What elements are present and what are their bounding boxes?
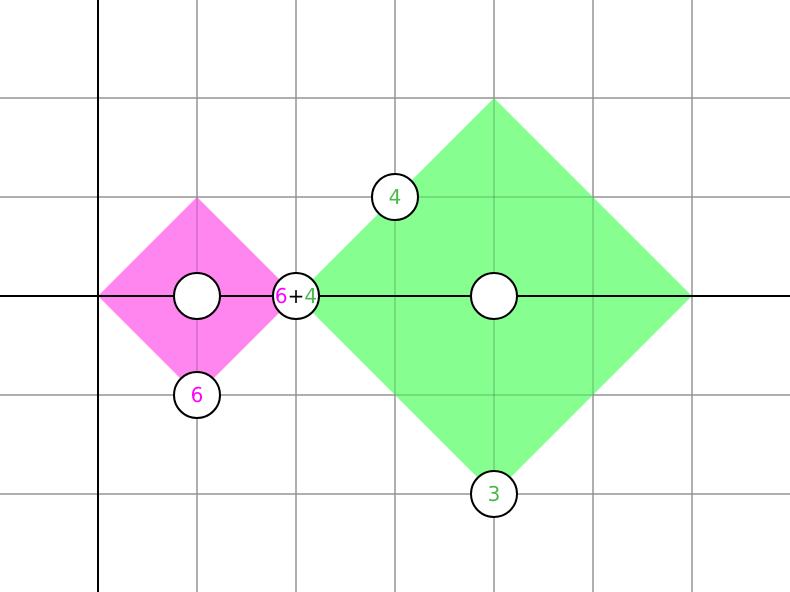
point-label: 6+4 — [275, 284, 317, 308]
point-label-part: + — [288, 284, 305, 308]
point-label-part: 6 — [275, 284, 288, 308]
point-label: 4 — [389, 185, 402, 209]
point-label-part: 4 — [389, 185, 402, 209]
point-marker — [272, 272, 320, 320]
point-marker — [173, 272, 221, 320]
magenta-center — [173, 272, 221, 320]
point-label: 3 — [488, 482, 501, 506]
magenta-edge: 6 — [173, 371, 221, 419]
point-label: 6 — [191, 383, 204, 407]
green-lower: 3 — [470, 470, 518, 518]
point-marker — [173, 371, 221, 419]
point-marker — [470, 272, 518, 320]
point-label-part: 6 — [191, 383, 204, 407]
points: 66+443 — [173, 173, 518, 518]
point-label-part: 4 — [304, 284, 317, 308]
point-label-part: 3 — [488, 482, 501, 506]
green-center — [470, 272, 518, 320]
shared-vertex: 6+4 — [272, 272, 320, 320]
green-upper: 4 — [371, 173, 419, 221]
point-marker — [371, 173, 419, 221]
point-marker — [470, 470, 518, 518]
